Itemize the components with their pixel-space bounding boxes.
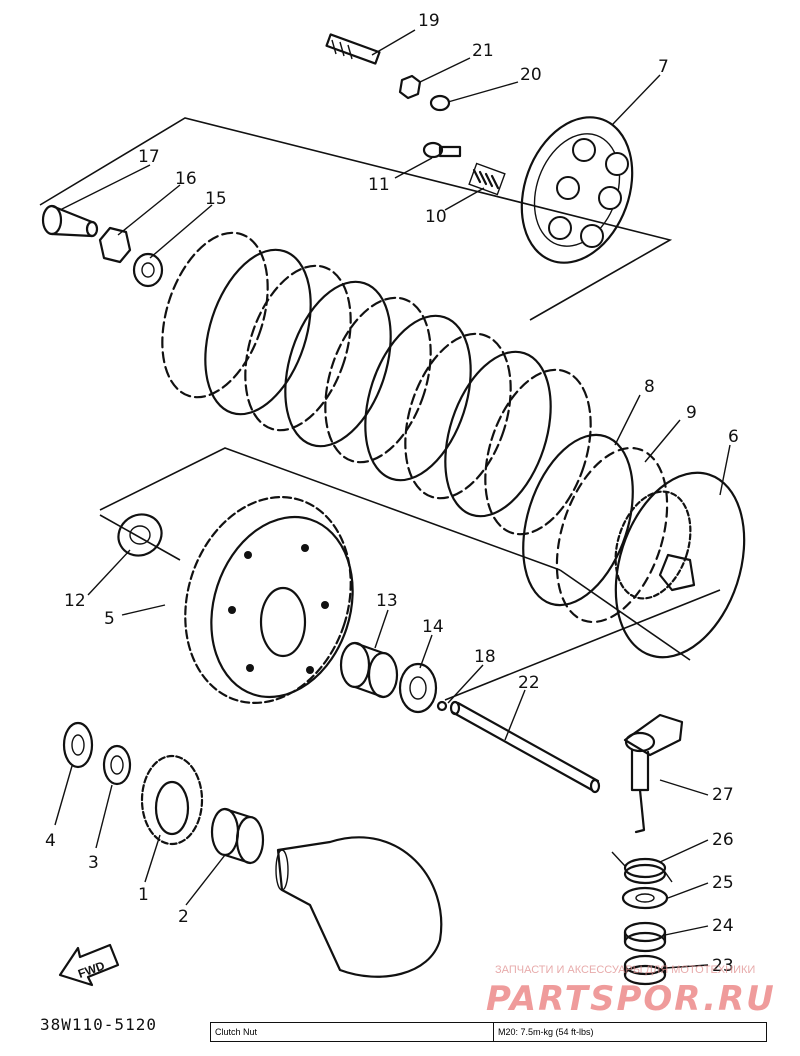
gear-washer [102,744,132,786]
callout-17: 17 [138,147,160,167]
spacer-washer [398,662,438,714]
washer [429,94,451,112]
watermark-brand: PARTSPOR.RU [486,979,776,1019]
callout-14: 14 [422,617,444,637]
callout-22: 22 [518,673,540,693]
callout-26: 26 [712,830,734,850]
oil-seal [623,921,667,953]
torque-part-name: Clutch Nut [211,1023,494,1041]
nut [398,74,422,100]
callout-11: 11 [368,175,390,195]
callout-numbers: 19 21 20 7 11 10 17 16 15 8 9 6 12 5 13 … [45,11,739,976]
bolt [325,33,381,65]
lever-washer [621,886,669,910]
torque-spec-table: Clutch Nut M20: 7.5m-kg (54 ft-lbs) [210,1022,767,1042]
callout-15: 15 [205,189,227,209]
callout-8: 8 [644,377,655,397]
callout-21: 21 [472,41,494,61]
callout-27: 27 [712,785,734,805]
watermark-tagline: ЗАПЧАСТИ И АКСЕССУАРЫ ДЛЯ МОТОТЕХНИКИ [495,964,755,976]
clutch-nut [98,226,132,264]
callout-6: 6 [728,427,739,447]
callout-13: 13 [376,591,398,611]
callout-12: 12 [64,591,86,611]
callout-1: 1 [138,885,149,905]
torque-spec-value: M20: 7.5m-kg (54 ft-lbs) [498,1027,594,1037]
primary-driven-gear [184,496,354,704]
callout-2: 2 [178,907,189,927]
pressure-plate [520,116,634,264]
callout-18: 18 [474,647,496,667]
fwd-label: FWD [76,958,107,981]
callout-9: 9 [686,403,697,423]
forward-arrow: FWD [58,943,120,987]
callout-25: 25 [712,873,734,893]
assembly-outline [39,117,721,701]
steel-ball [436,700,448,712]
callout-19: 19 [418,11,440,31]
push-lever [623,713,684,834]
callout-23: 23 [712,956,734,976]
push-rod [449,700,601,794]
spacer [339,641,399,699]
clutch-plate-stack [161,231,669,624]
leader-lines [54,29,731,969]
callout-7: 7 [658,57,669,77]
diagram-code: 38W110-5120 [40,1015,157,1034]
callout-3: 3 [88,853,99,873]
screw [422,141,462,159]
callout-5: 5 [104,609,115,629]
needle-bearing [210,807,265,865]
callout-16: 16 [175,169,197,189]
primary-drive-gear [140,754,204,846]
lock-washer [132,252,164,288]
callout-10: 10 [425,207,447,227]
crankshaft [275,836,443,978]
callout-20: 20 [520,65,542,85]
callout-4: 4 [45,831,56,851]
spring [468,162,506,196]
push-piece [41,204,99,238]
watermark: ЗАПЧАСТИ И АКСЕССУАРЫ ДЛЯ МОТОТЕХНИКИ PA… [486,964,776,1019]
callout-24: 24 [712,916,734,936]
lever-bearing [623,954,667,986]
lever-spring [611,851,673,885]
thrust-washer [117,513,163,557]
clutch-boss [614,471,746,659]
lock-nut [62,721,94,769]
